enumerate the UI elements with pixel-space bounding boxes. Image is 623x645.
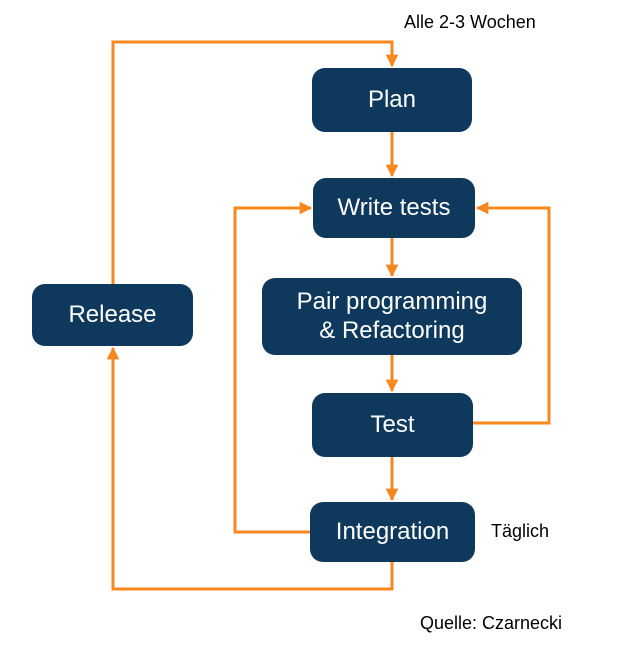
node-test: Test <box>312 393 473 457</box>
node-write-tests-label: Write tests <box>337 193 451 221</box>
edge-integration-to-write-tests <box>233 201 313 534</box>
node-write-tests: Write tests <box>313 178 475 238</box>
edge-integration-to-release <box>106 346 394 591</box>
node-test-label: Test <box>370 410 415 438</box>
node-integration: Integration <box>310 502 475 562</box>
node-release-label: Release <box>68 300 157 328</box>
node-integration-label: Integration <box>335 517 450 545</box>
source-label: Quelle: Czarnecki <box>420 613 563 633</box>
integration-cycle-label: Täglich <box>491 521 550 541</box>
node-pair-programming-label-line2: & Refactoring <box>319 316 465 344</box>
node-pair-programming-label-line1: Pair programming <box>296 287 488 315</box>
node-pair-programming: Pair programming & Refactoring <box>262 278 522 355</box>
edge-release-to-plan <box>111 40 399 284</box>
node-plan: Plan <box>312 68 472 132</box>
release-cycle-label: Alle 2-3 Wochen <box>404 12 536 32</box>
node-plan-label: Plan <box>367 85 417 113</box>
node-release: Release <box>32 284 193 346</box>
edge-test-to-write-tests <box>473 201 551 425</box>
